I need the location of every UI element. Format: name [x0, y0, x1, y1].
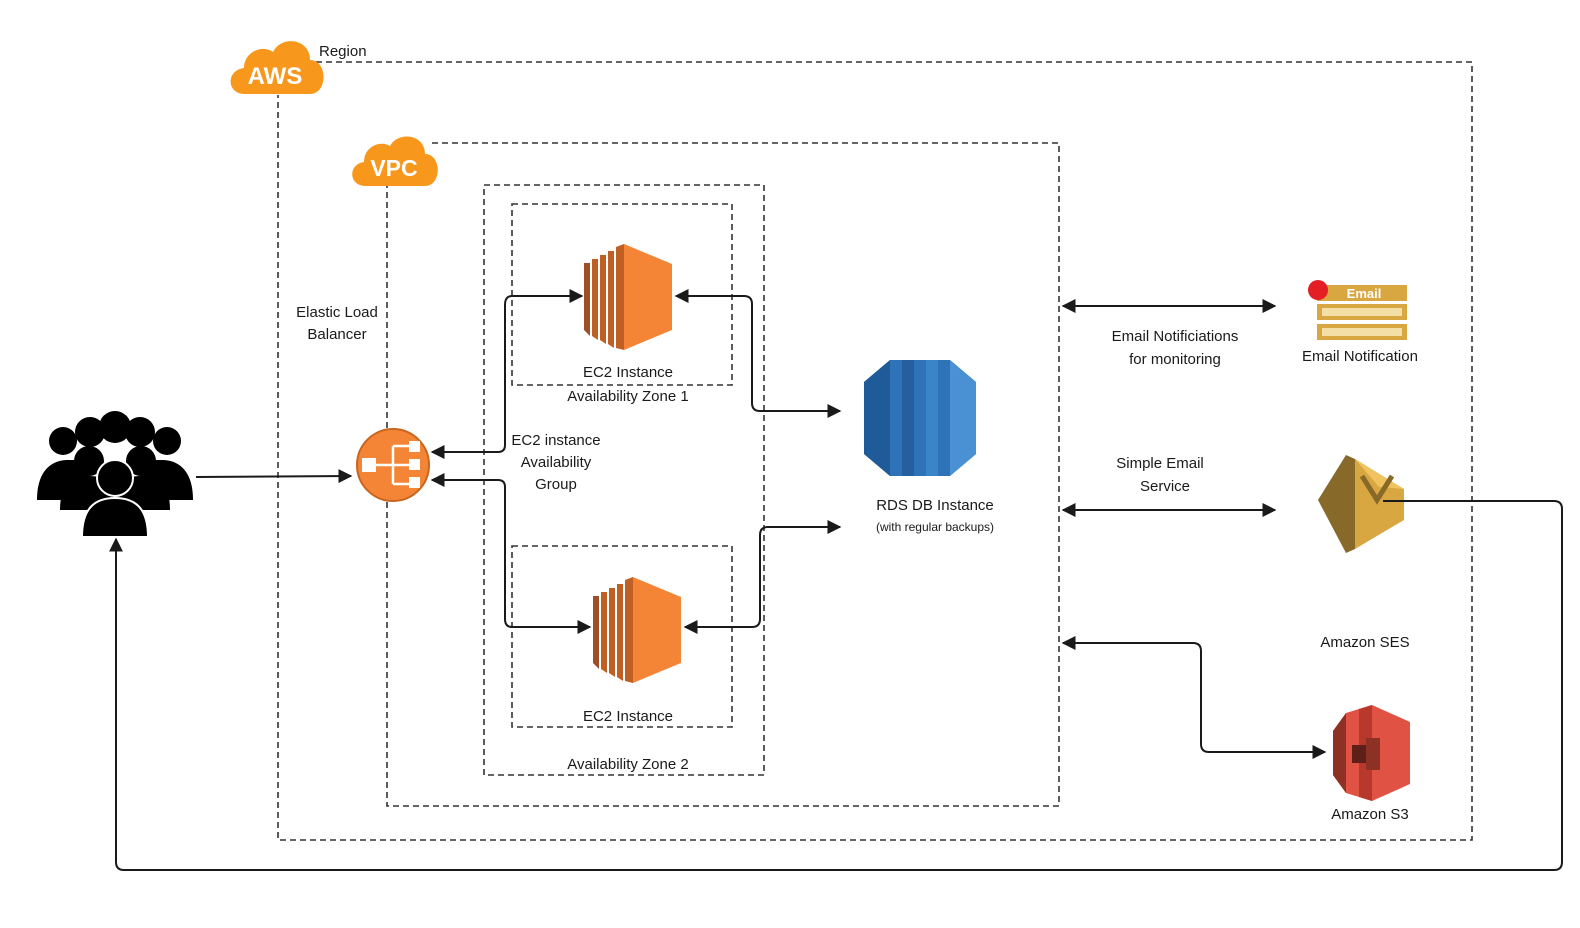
- rds-label: RDS DB Instance: [876, 497, 994, 514]
- connectors: [109, 289, 1563, 871]
- ses-service-label-line-1: Simple Email: [1116, 455, 1204, 472]
- rds-database-icon: [864, 360, 976, 476]
- ses-to-users-return-arrow: [109, 500, 1563, 871]
- ses-icon: [1318, 455, 1404, 553]
- amazon-ses-label: Amazon SES: [1320, 634, 1410, 651]
- region-boundary: [277, 61, 1473, 841]
- ec2-group-label-line-2: Availability: [520, 454, 592, 471]
- email-badge-text: Email: [1347, 286, 1382, 301]
- elb-to-ec2-zone1-arrow: [430, 289, 584, 459]
- aws-cloud-icon: AWS: [230, 41, 324, 94]
- email-notifications-label-line-2: for monitoring: [1129, 351, 1221, 368]
- elb-label-line-2: Balancer: [307, 326, 367, 343]
- ec2-instance-icon-zone-2: [593, 577, 681, 683]
- s3-bucket-icon: [1333, 705, 1410, 801]
- elastic-load-balancer-icon: [356, 428, 430, 502]
- users-group-icon: [37, 411, 193, 538]
- ec2-zone1-to-rds-arrow: [674, 289, 842, 418]
- ec2-group-label-line-3: Group: [535, 476, 577, 493]
- availability-zone-2-boundary: [511, 545, 733, 728]
- email-notifications-label-line-1: Email Notificiations: [1111, 328, 1239, 345]
- ec2-instance-icon-zone-1: [584, 244, 672, 350]
- ec2-zone2-label: EC2 Instance: [582, 708, 674, 725]
- vpc-cloud-icon: VPC: [352, 136, 438, 186]
- users-to-elb-arrow: [195, 469, 353, 484]
- ec2-zone1-label: EC2 Instance: [582, 364, 674, 381]
- vpc-to-s3-arrow: [1061, 636, 1327, 759]
- rds-note-label: (with regular backups): [875, 520, 995, 534]
- vpc-badge-text: VPC: [370, 155, 417, 181]
- ses-service-label-line-2: Service: [1139, 478, 1191, 495]
- email-notification-label: Email Notification: [1302, 348, 1418, 365]
- aws-badge-text: AWS: [248, 63, 303, 90]
- ec2-group-label-line-1: EC2 instance: [511, 432, 601, 449]
- vpc-boundary: [386, 142, 1060, 807]
- region-label: Region: [319, 43, 367, 60]
- amazon-s3-label: Amazon S3: [1331, 806, 1409, 823]
- elb-label-line-1: Elastic Load: [296, 304, 378, 321]
- availability-zone-2-label: Availability Zone 2: [567, 756, 689, 773]
- ec2-zone2-to-rds-arrow: [683, 520, 842, 634]
- elb-to-ec2-zone2-arrow: [430, 473, 592, 634]
- availability-zone-1-label: Availability Zone 1: [567, 388, 689, 405]
- email-notification-icon: Email: [1308, 280, 1407, 340]
